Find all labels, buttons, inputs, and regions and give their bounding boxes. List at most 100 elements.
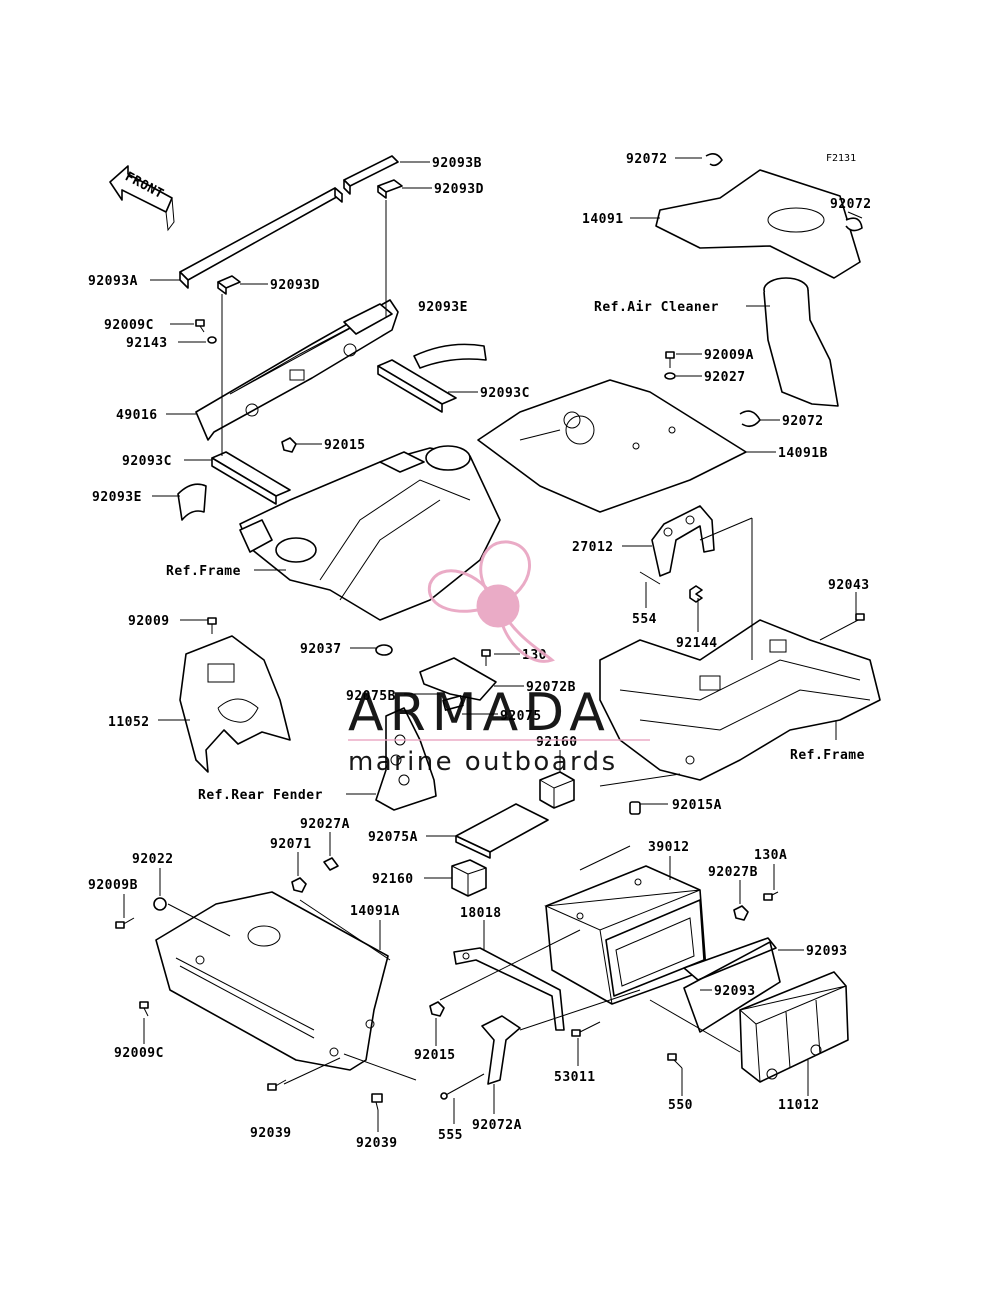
- label-92009A: 92009A: [704, 348, 754, 363]
- label-11012: 11012: [778, 1098, 820, 1113]
- label-92093E-left: 92093E: [92, 490, 142, 505]
- bolt-92039-left: [267, 1079, 287, 1091]
- label-554: 554: [632, 612, 657, 627]
- label-92009B: 92009B: [88, 878, 138, 893]
- label-49016: 49016: [116, 408, 158, 423]
- label-92009C-top: 92009C: [104, 318, 154, 333]
- bolt-53011: [571, 1021, 601, 1037]
- nut-92071: [291, 877, 307, 893]
- label-555: 555: [438, 1128, 463, 1143]
- label-550: 550: [668, 1098, 693, 1113]
- label-92093D-top: 92093D: [434, 182, 484, 197]
- front-arrow-icon: FRONT: [109, 165, 175, 232]
- label-18018: 18018: [460, 906, 502, 921]
- watermark-tagline: marine outboards: [348, 747, 618, 777]
- label-92093-inner: 92093: [714, 984, 756, 999]
- washer-92027: [664, 372, 676, 380]
- frame-assembly: [239, 445, 501, 621]
- bolt-92009: [207, 617, 217, 634]
- collar-92015A: [629, 801, 641, 815]
- bracket-92072A: [481, 1015, 521, 1085]
- label-92027B: 92027B: [708, 865, 758, 880]
- gasket-92093: [683, 941, 781, 1033]
- label-92015-bottom: 92015: [414, 1048, 456, 1063]
- propeller-logo-icon: [427, 540, 555, 663]
- label-53011: 53011: [554, 1070, 596, 1085]
- rubber-block-92093C-left: [211, 451, 291, 505]
- bolt-92009C-bottom: [139, 1001, 149, 1017]
- label-92093-right: 92093: [806, 944, 848, 959]
- label-92072-right: 92072: [830, 197, 872, 212]
- clip-92072-right: [845, 217, 863, 232]
- pad-92075: [442, 695, 464, 711]
- label-92009C-bottom: 92009C: [114, 1046, 164, 1061]
- label-92043: 92043: [828, 578, 870, 593]
- bolt-92009C-top: [195, 319, 205, 333]
- label-92037: 92037: [300, 642, 342, 657]
- label-92072-top: 92072: [626, 152, 668, 167]
- label-92075: 92075: [500, 709, 542, 724]
- label-39012: 39012: [648, 840, 690, 855]
- label-92160-top: 92160: [536, 735, 578, 750]
- washer-92022: [153, 897, 167, 911]
- label-14091: 14091: [582, 212, 624, 227]
- label-92009: 92009: [128, 614, 170, 629]
- pad-92093D-mid: [217, 275, 241, 295]
- bolt-550: [667, 1053, 683, 1069]
- label-92072B: 92072B: [526, 680, 576, 695]
- rubber-92093E-top: [413, 343, 487, 369]
- leader-lines: [123, 157, 863, 1132]
- air-cleaner-duct: [763, 277, 839, 407]
- bolt-92009A: [665, 351, 675, 368]
- label-11052: 11052: [108, 715, 150, 730]
- rubber-92093E-left: [177, 483, 207, 521]
- bolt-130A: [763, 891, 779, 901]
- label-92039-right: 92039: [356, 1136, 398, 1151]
- battery-case-39012: [544, 865, 707, 1005]
- label-92072A: 92072A: [472, 1118, 522, 1133]
- label-92160-bottom: 92160: [372, 872, 414, 887]
- label-ref-rear-fender: Ref.Rear Fender: [198, 788, 323, 803]
- bracket-49016: [195, 299, 399, 441]
- rubber-strip-92093B: [343, 155, 399, 195]
- label-92093D-mid: 92093D: [270, 278, 320, 293]
- label-14091A: 14091A: [350, 904, 400, 919]
- block-92160-top: [539, 771, 575, 809]
- battery-lid-11012: [738, 971, 849, 1083]
- pin-555: [440, 1073, 485, 1100]
- watermark: ARMADA marine outboards: [348, 540, 650, 777]
- cover-14091: [655, 169, 861, 279]
- clip-92072-mid: [739, 410, 761, 428]
- label-92143: 92143: [126, 336, 168, 351]
- label-ref-frame-right: Ref.Frame: [790, 748, 865, 763]
- label-92027: 92027: [704, 370, 746, 385]
- grommet-92027A: [323, 857, 339, 871]
- bracket-27012: [651, 505, 715, 577]
- clip-92072-top: [705, 152, 723, 167]
- label-92093A: 92093A: [88, 274, 138, 289]
- label-92075A: 92075A: [368, 830, 418, 845]
- label-92093C-left: 92093C: [122, 454, 172, 469]
- nut-92027B: [733, 905, 749, 921]
- label-92144: 92144: [676, 636, 718, 651]
- label-130A: 130A: [754, 848, 787, 863]
- bracket-92072B: [419, 657, 497, 701]
- label-ref-frame-left: Ref.Frame: [166, 564, 241, 579]
- bolt-92043: [819, 613, 865, 641]
- seal-92093: [683, 937, 777, 981]
- label-14091B: 14091B: [778, 446, 828, 461]
- label-92093C-right: 92093C: [480, 386, 530, 401]
- spring-92144: [689, 585, 703, 603]
- grommet-92037: [375, 644, 393, 656]
- label-92093E-top: 92093E: [418, 300, 468, 315]
- block-92160-bottom: [451, 859, 487, 897]
- bolt-130: [481, 649, 491, 666]
- rear-fender-bracket: [375, 707, 437, 811]
- nut-92015-top: [281, 437, 297, 453]
- watermark-brand: ARMADA: [348, 683, 611, 743]
- label-92075B: 92075B: [346, 689, 396, 704]
- label-92015-top: 92015: [324, 438, 366, 453]
- rubber-block-92093C-right: [377, 359, 457, 413]
- frame-right: [599, 619, 881, 781]
